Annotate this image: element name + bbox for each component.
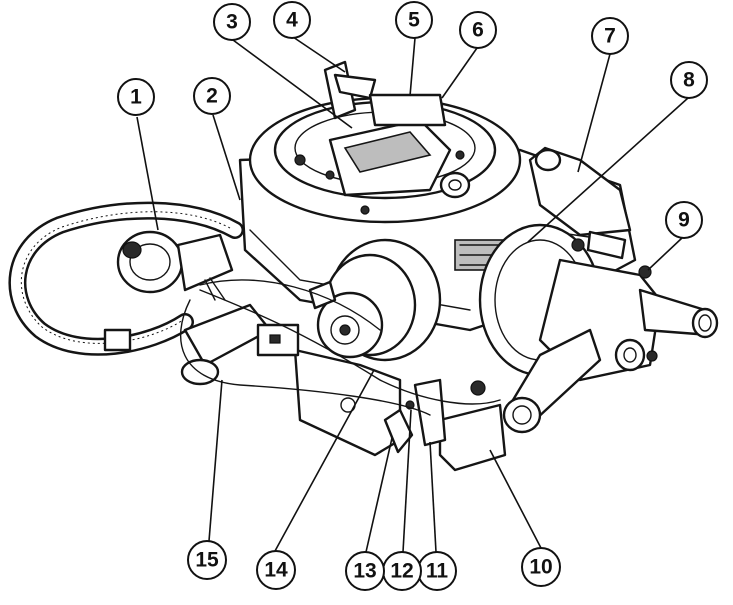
callout-15-label: 15 xyxy=(195,549,219,572)
callout-3: 3 xyxy=(213,3,251,41)
throttle-plate xyxy=(293,348,447,457)
callout-11-label: 11 xyxy=(426,560,449,583)
callout-6-label: 6 xyxy=(472,19,484,42)
callout-8: 8 xyxy=(670,61,708,99)
mounting-bracket xyxy=(528,146,632,237)
callout-11: 11 xyxy=(417,551,457,591)
throttle-lever xyxy=(323,60,447,127)
callout-9: 9 xyxy=(665,201,703,239)
callout-4: 4 xyxy=(273,1,311,39)
callout-5: 5 xyxy=(395,1,433,39)
callout-15: 15 xyxy=(187,540,227,580)
elbow-pipe xyxy=(438,328,602,472)
callout-8-label: 8 xyxy=(683,69,695,92)
callout-12-label: 12 xyxy=(390,560,413,583)
callout-7: 7 xyxy=(591,17,629,55)
callout-6: 6 xyxy=(459,11,497,49)
callout-2-label: 2 xyxy=(206,85,218,108)
vacuum-diaphragm xyxy=(308,238,442,362)
callout-9-label: 9 xyxy=(678,209,690,232)
callout-13: 13 xyxy=(345,551,385,591)
carburetor-illustration xyxy=(8,60,719,472)
callout-1-label: 1 xyxy=(130,86,142,109)
callout-14: 14 xyxy=(256,550,296,590)
callout-10-label: 10 xyxy=(529,556,552,579)
callout-10: 10 xyxy=(521,547,561,587)
callout-12: 12 xyxy=(382,551,422,591)
choke-unit xyxy=(103,230,234,352)
callout-4-label: 4 xyxy=(286,9,298,32)
callout-1: 1 xyxy=(117,78,155,116)
callout-14-label: 14 xyxy=(264,559,288,582)
callout-2: 2 xyxy=(193,77,231,115)
leader-lines xyxy=(136,36,689,553)
callout-13-label: 13 xyxy=(353,560,376,583)
callout-7-label: 7 xyxy=(604,25,616,48)
callout-3-label: 3 xyxy=(226,11,238,34)
callout-5-label: 5 xyxy=(408,9,420,32)
